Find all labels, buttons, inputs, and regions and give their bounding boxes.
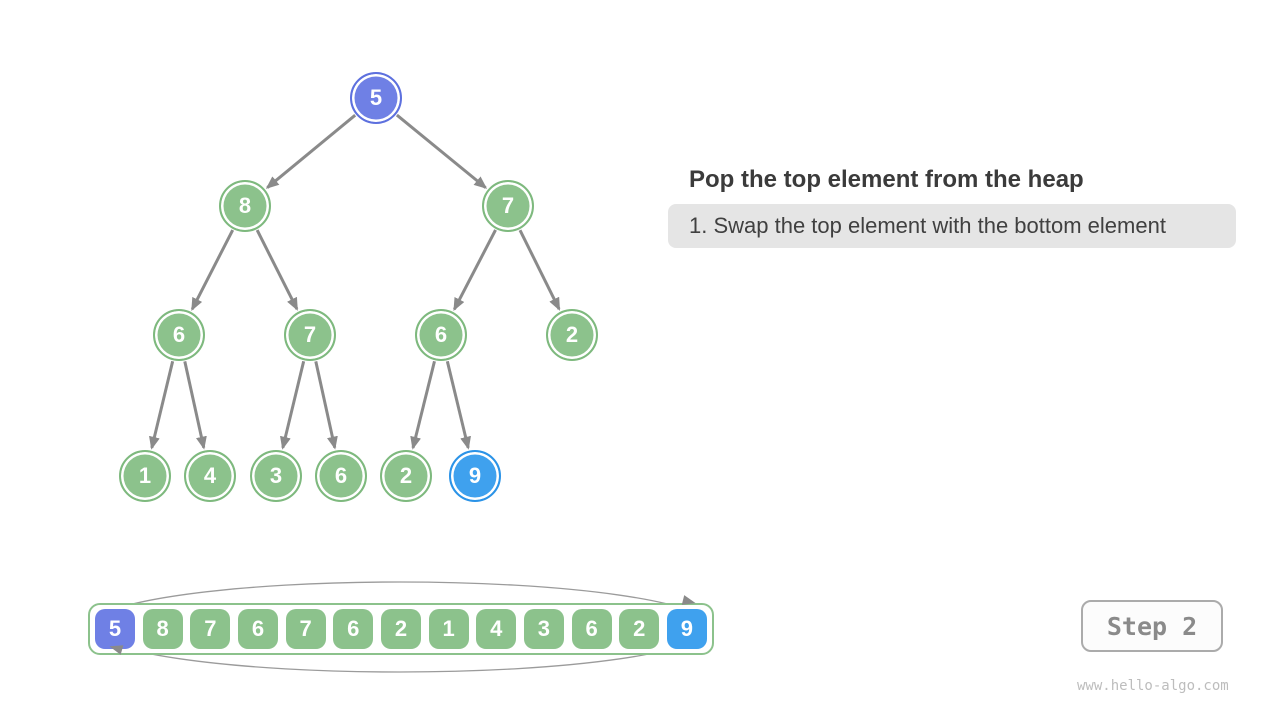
tree-edge (314, 361, 338, 450)
tree-edge (518, 229, 561, 311)
tree-edge (265, 114, 357, 189)
tree-node: 6 (415, 309, 467, 361)
array-cell: 8 (142, 609, 183, 649)
step-description-badge: 1. Swap the top element with the bottom … (668, 204, 1236, 248)
tree-node: 1 (119, 450, 171, 502)
tree-edge (445, 360, 471, 450)
tree-edge (190, 229, 235, 311)
tree-node: 6 (153, 309, 205, 361)
array-cell: 6 (571, 609, 612, 649)
tree-node: 2 (546, 309, 598, 361)
tree-node: 7 (284, 309, 336, 361)
tree-edge (453, 229, 497, 312)
tree-edge (255, 229, 299, 311)
tree-edge (183, 361, 207, 450)
array-cell: 2 (619, 609, 660, 649)
tree-node: 2 (380, 450, 432, 502)
tree-node: 3 (250, 450, 302, 502)
tree-node: 8 (219, 180, 271, 232)
step-description-text: 1. Swap the top element with the bottom … (689, 213, 1166, 238)
tree-node: 6 (315, 450, 367, 502)
array-cell: 6 (237, 609, 278, 649)
array-cell: 6 (333, 609, 374, 649)
array-cell: 4 (476, 609, 517, 649)
array-cell: 3 (523, 609, 564, 649)
array-cell: 7 (285, 609, 326, 649)
array-cell: 2 (380, 609, 421, 649)
step-badge: Step 2 (1081, 600, 1223, 652)
tree-edge (280, 360, 306, 450)
tree-node: 9 (449, 450, 501, 502)
watermark: www.hello-algo.com (1077, 678, 1229, 694)
tree-edge (149, 360, 175, 450)
tree-node: 7 (482, 180, 534, 232)
tree-edges (149, 113, 561, 450)
array-cell: 5 (95, 609, 135, 649)
tree-edge (410, 360, 436, 450)
array-cell: 9 (666, 609, 707, 649)
array-cell: 1 (428, 609, 469, 649)
tree-node: 4 (184, 450, 236, 502)
tree-node: 5 (350, 72, 402, 124)
tree-edge (395, 113, 488, 189)
page-title: Pop the top element from the heap (689, 166, 1084, 193)
array-cell: 7 (190, 609, 231, 649)
